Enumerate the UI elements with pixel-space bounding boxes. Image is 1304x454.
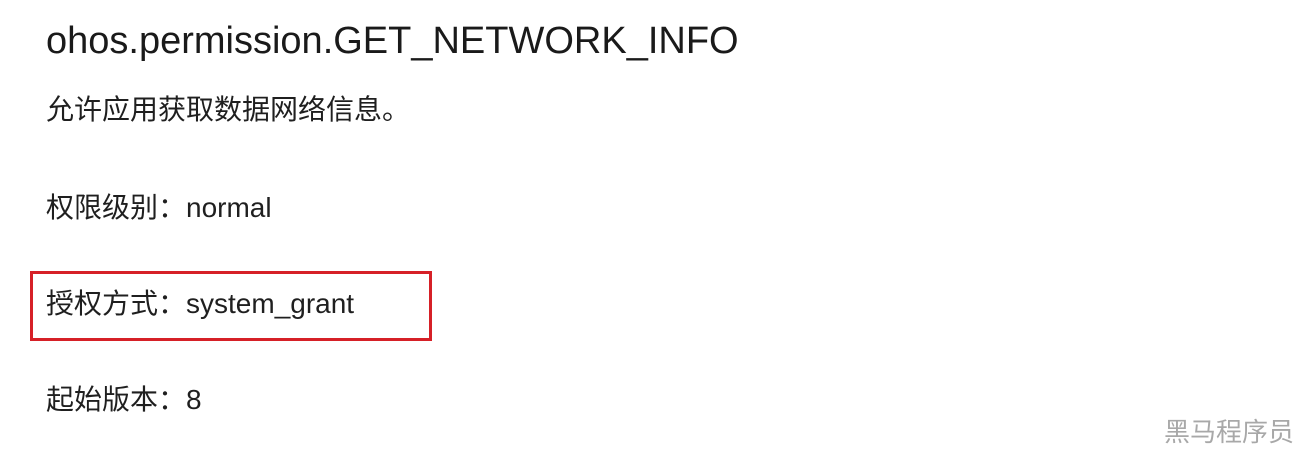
permission-title: ohos.permission.GET_NETWORK_INFO <box>46 20 739 62</box>
permission-level-row: 权限级别：normal <box>46 190 272 226</box>
permission-grant-label: 授权方式： <box>46 288 187 319</box>
permission-version-value: 8 <box>186 384 202 415</box>
permission-description: 允许应用获取数据网络信息。 <box>46 94 411 125</box>
permission-level-label: 权限级别： <box>46 192 187 223</box>
permission-version-row: 起始版本：8 <box>46 382 202 418</box>
watermark-text: 黑马程序员 <box>1163 417 1294 447</box>
permission-grant-value: system_grant <box>186 288 355 319</box>
grant-highlight-box <box>30 271 432 341</box>
permission-grant-row: 授权方式：system_grant <box>46 286 354 322</box>
permission-level-value: normal <box>186 192 272 223</box>
permission-version-label: 起始版本： <box>46 384 187 415</box>
